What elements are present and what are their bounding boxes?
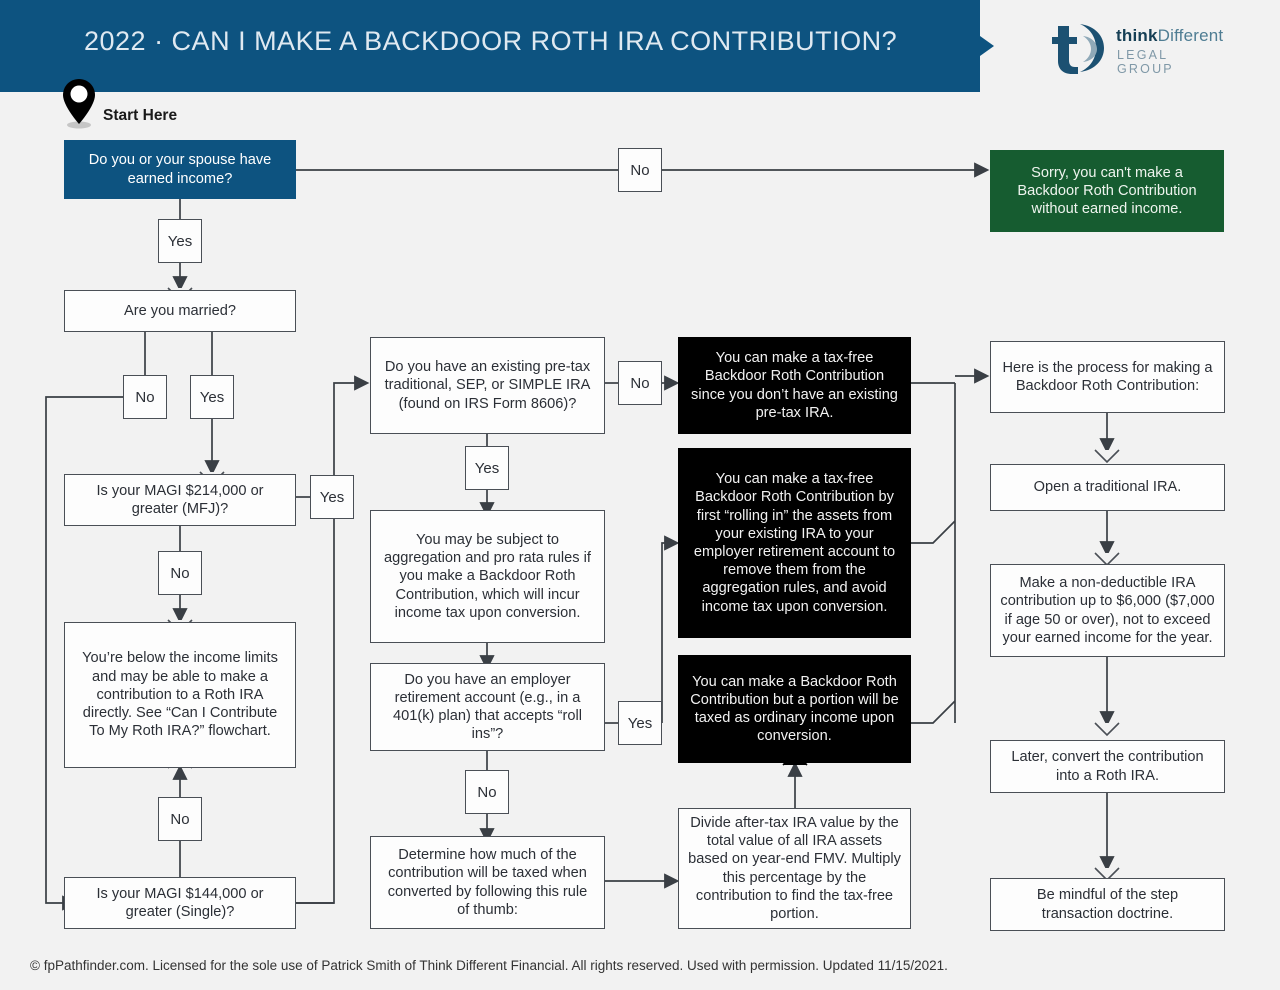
node-open-traditional-ira[interactable]: Open a traditional IRA. <box>990 464 1225 511</box>
label-earned-income-yes: Yes <box>158 219 202 263</box>
node-aggregation-rules[interactable]: You may be subject to aggregation and pr… <box>370 510 605 643</box>
brand-logo: thinkDifferent LEGAL GROUP <box>1050 22 1225 76</box>
td-monogram-icon <box>1050 22 1112 74</box>
map-pin-icon <box>62 78 96 130</box>
node-pro-rata-math[interactable]: Divide after-tax IRA value by the total … <box>678 808 911 929</box>
brand-subtitle: LEGAL GROUP <box>1117 48 1174 76</box>
brand-wordmark: thinkDifferent <box>1116 26 1223 46</box>
label-below-limits-no: No <box>158 797 202 841</box>
brand-different: Different <box>1157 26 1224 45</box>
node-partial-taxed[interactable]: You can make a Backdoor Roth Contributio… <box>678 655 911 763</box>
footer-bar <box>0 950 1280 990</box>
node-rule-of-thumb[interactable]: Determine how much of the contribution w… <box>370 836 605 929</box>
node-earned-income[interactable]: Do you or your spouse have earned income… <box>64 140 296 199</box>
node-are-you-married[interactable]: Are you married? <box>64 290 296 332</box>
label-married-no: No <box>123 375 167 419</box>
label-earned-income-no: No <box>618 148 662 192</box>
node-process-intro[interactable]: Here is the process for making a Backdoo… <box>990 341 1225 413</box>
header-arrow-icon <box>980 36 994 56</box>
node-magi-single[interactable]: Is your MAGI $144,000 or greater (Single… <box>64 877 296 929</box>
brand-think: think <box>1116 26 1158 45</box>
label-magi-mfj-yes: Yes <box>310 475 354 519</box>
node-existing-pretax-ira[interactable]: Do you have an existing pre-tax traditio… <box>370 337 605 434</box>
node-step-transaction-doctrine[interactable]: Be mindful of the step transaction doctr… <box>990 878 1225 931</box>
node-employer-plan-rollins[interactable]: Do you have an employer retirement accou… <box>370 663 605 751</box>
node-convert-later[interactable]: Later, convert the contribution into a R… <box>990 740 1225 793</box>
node-below-income-limits[interactable]: You’re below the income limits and may b… <box>64 622 296 768</box>
page-title: 2022 · CAN I MAKE A BACKDOOR ROTH IRA CO… <box>84 26 898 56</box>
label-married-yes: Yes <box>190 375 234 419</box>
label-existing-ira-yes: Yes <box>465 446 509 490</box>
footer-attribution: © fpPathfinder.com. Licensed for the sol… <box>30 958 948 973</box>
node-nondeductible-contribution[interactable]: Make a non-deductible IRA contribution u… <box>990 564 1225 657</box>
label-magi-mfj-no: No <box>158 551 202 595</box>
node-taxfree-roll-in[interactable]: You can make a tax-free Backdoor Roth Co… <box>678 448 911 638</box>
node-magi-mfj[interactable]: Is your MAGI $214,000 or greater (MFJ)? <box>64 474 296 526</box>
label-existing-ira-no: No <box>618 361 662 405</box>
node-taxfree-no-pretax[interactable]: You can make a tax-free Backdoor Roth Co… <box>678 337 911 434</box>
start-here-label: Start Here <box>103 107 178 124</box>
header-bar <box>0 0 980 92</box>
label-employer-no: No <box>465 770 509 814</box>
node-no-earned-income-result[interactable]: Sorry, you can't make a Backdoor Roth Co… <box>990 150 1224 232</box>
label-employer-yes: Yes <box>618 701 662 745</box>
